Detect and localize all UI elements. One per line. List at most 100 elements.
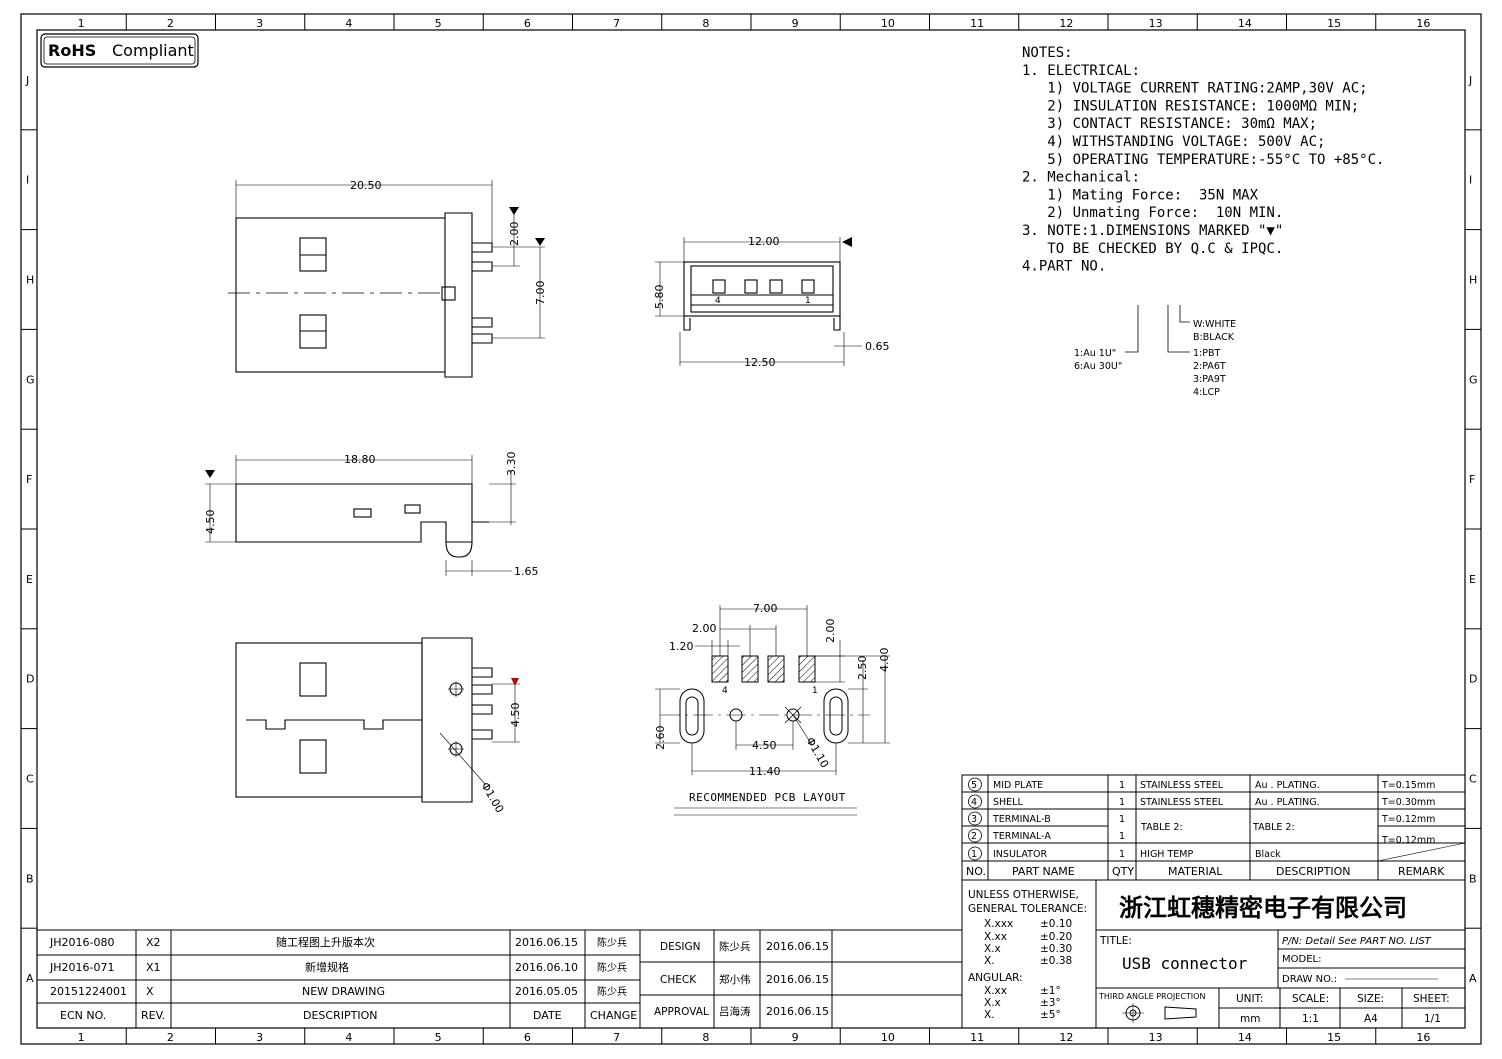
front-view: [655, 237, 862, 366]
grid-row-right: E: [1469, 573, 1476, 586]
side-view: [205, 455, 516, 576]
pcb-dim-slot-h: 2.60: [654, 726, 667, 751]
rohs-badge: RoHS Compliant: [40, 33, 199, 68]
grid-col-bottom: 6: [524, 1031, 531, 1044]
rev-header-date: DATE: [533, 1009, 562, 1022]
top-view: [228, 180, 545, 378]
grid-col-bottom: 2: [167, 1031, 174, 1044]
bom-part: TERMINAL-A: [992, 831, 1051, 842]
bom-no-circle: [968, 846, 982, 861]
note-line: TO BE CHECKED BY Q.C & IPQC.: [1022, 241, 1283, 257]
tol-ang-xx-val: ±3°: [1040, 997, 1061, 1009]
grid-row-left: F: [26, 473, 32, 486]
approval-name: 陈少兵: [719, 940, 751, 953]
pin-4-label: 4: [715, 296, 721, 306]
tol-ang-xxx: X.xx: [984, 985, 1007, 997]
rev-ecn: JH2016-071: [49, 961, 114, 974]
pcb-dim-hole-dia: Φ1.10: [803, 735, 831, 770]
pcb-pin-1: 1: [812, 686, 818, 696]
dim-top-length: 20.50: [350, 179, 382, 192]
grid-col-top: 13: [1149, 17, 1163, 30]
grid-row-right: B: [1469, 872, 1477, 885]
scale-value: 1:1: [1302, 1013, 1319, 1025]
bom-part: INSULATOR: [993, 849, 1047, 860]
plating-1: 1:Au 1U": [1074, 348, 1116, 359]
dim-front-width: 12.00: [748, 235, 780, 248]
grid-col-bottom: 4: [345, 1031, 352, 1044]
grid-col-bottom: 12: [1059, 1031, 1073, 1044]
pcb-dim-pad-len: 2.00: [824, 619, 837, 644]
bom-material: HIGH TEMP: [1140, 849, 1193, 860]
dim-side-step: 3.30: [505, 452, 518, 477]
tol-xxx-val: ±0.20: [1040, 931, 1072, 943]
grid-col-bottom: 8: [702, 1031, 709, 1044]
grid-row-left: H: [26, 274, 34, 287]
grid-col-bottom: 13: [1149, 1031, 1163, 1044]
grid-row-left: D: [26, 673, 34, 686]
rohs-label: RoHS: [48, 41, 96, 60]
note-line: 4.PART NO.: [1022, 259, 1106, 275]
pcb-dim-pad-pitch: 2.00: [692, 622, 717, 635]
bom-header: DESCRIPTION: [1276, 865, 1350, 878]
approval-name: 郑小伟: [719, 973, 751, 986]
grid-col-bottom: 5: [435, 1031, 442, 1044]
size-value: A4: [1364, 1013, 1378, 1025]
title-label: TITLE:: [1099, 935, 1132, 947]
dim-front-outer: 12.50: [744, 356, 776, 369]
bom-no: 1: [971, 849, 977, 860]
tol-xxxx: X.xxx: [984, 918, 1013, 930]
grid-row-left: G: [26, 373, 35, 386]
projection-label: THIRD ANGLE PROJECTION: [1098, 992, 1205, 1001]
size-label: SIZE:: [1357, 993, 1384, 1005]
grid-row-right: F: [1469, 473, 1475, 486]
bom-remark: T=0.15mm: [1381, 780, 1435, 791]
bom-header: NO.: [966, 865, 986, 878]
bom-no: 3: [971, 814, 977, 825]
dim-bottom-hole: Φ1.00: [478, 780, 506, 815]
tol-xx: X.x: [984, 943, 1001, 955]
bom-no-circle: [968, 811, 982, 826]
approval-date: 2016.06.15: [766, 1005, 829, 1018]
dim-side-tail: 1.65: [514, 565, 539, 578]
tol-x: X.: [984, 955, 995, 967]
part-no-coding: 1:Au 1U" 6:Au 30U" W:WHITE B:BLACK 1:PBT…: [1074, 305, 1236, 398]
bom-desc: Au . PLATING.: [1255, 780, 1320, 791]
grid-row-right: J: [1468, 74, 1472, 87]
bom-desc: Au . PLATING.: [1255, 797, 1320, 808]
grid-row-left: C: [26, 773, 34, 786]
material-2: 2:PA6T: [1193, 361, 1226, 372]
pcb-dim-pitch: 7.00: [753, 602, 778, 615]
pcb-dim-slot-span: 11.40: [749, 765, 781, 778]
rev-code: X1: [146, 961, 161, 974]
tol-x-val: ±0.38: [1040, 955, 1072, 967]
rev-by: 陈少兵: [597, 985, 627, 998]
bom-no: 5: [971, 780, 977, 791]
rev-desc: NEW DRAWING: [302, 985, 385, 998]
note-line: 1) VOLTAGE CURRENT RATING:2AMP,30V AC;: [1022, 81, 1368, 97]
rev-code: X: [146, 985, 154, 998]
note-line: 2) INSULATION RESISTANCE: 1000MΩ MIN;: [1022, 98, 1359, 114]
grid-col-top: 8: [702, 17, 709, 30]
dim-top-span: 7.00: [534, 281, 547, 306]
dim-front-tab: 0.65: [865, 340, 890, 353]
bom-no-circle: [968, 777, 982, 792]
bom-qty: 1: [1119, 831, 1125, 842]
pcb-dim-slot-off: 2.50: [856, 656, 869, 681]
material-3: 3:PA9T: [1193, 374, 1226, 385]
bom-header: MATERIAL: [1168, 865, 1223, 878]
plating-2: 6:Au 30U": [1074, 361, 1122, 372]
pcb-dim-pad-width: 1.20: [669, 640, 694, 653]
tol-xxx: X.xx: [984, 931, 1007, 943]
rev-date: 2016.06.15: [515, 936, 578, 949]
tol-angular: ANGULAR:: [968, 972, 1023, 984]
material-4: 4:LCP: [1193, 387, 1220, 398]
grid-row-left: E: [26, 573, 33, 586]
grid-col-top: 4: [345, 17, 352, 30]
note-line: 5) OPERATING TEMPERATURE:-55°C TO +85°C.: [1022, 152, 1384, 168]
tol-title-1: UNLESS OTHERWISE,: [968, 889, 1079, 901]
grid-row-left: I: [26, 174, 29, 187]
note-line: 4) WITHSTANDING VOLTAGE: 500V AC;: [1022, 134, 1325, 150]
rev-date: 2016.06.10: [515, 961, 578, 974]
tol-ang-xxx-val: ±1°: [1040, 985, 1061, 997]
grid-row-right: H: [1469, 274, 1477, 287]
